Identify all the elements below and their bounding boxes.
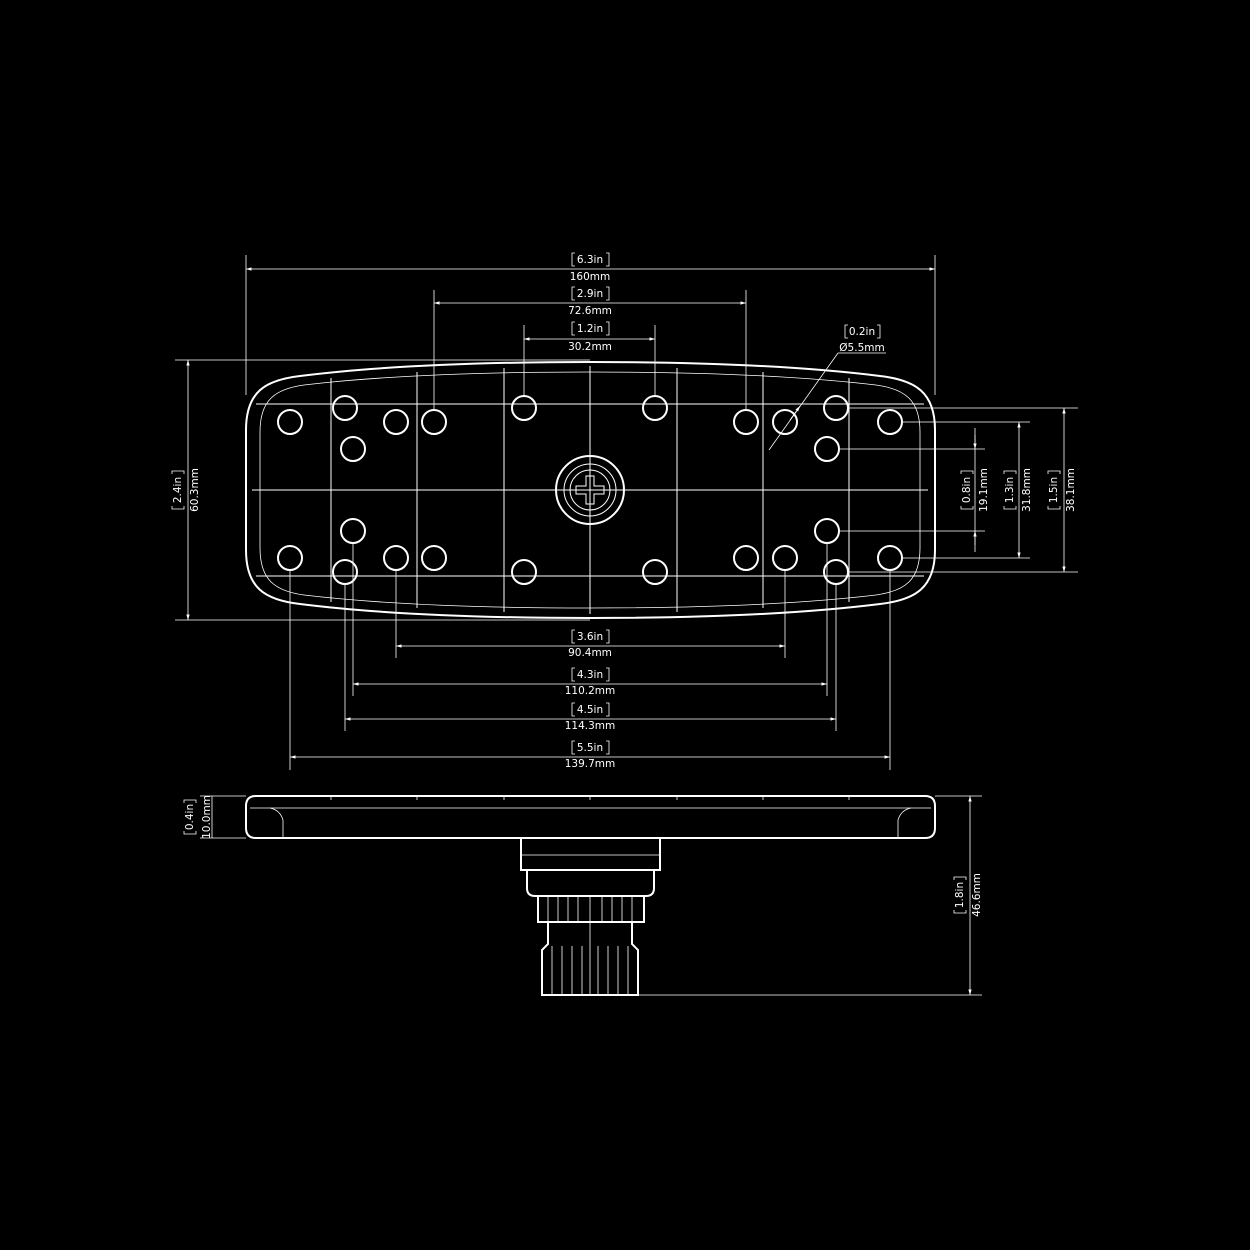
dim-label-in: 4.3in <box>577 669 603 681</box>
dim-label-in: 6.3in <box>577 254 603 266</box>
dim-label-mm: 72.6mm <box>568 305 612 317</box>
dim-label-mm: 90.4mm <box>568 647 612 659</box>
dim-h-spacing-b: 4.3in 110.2mm <box>352 543 828 697</box>
hole-icon <box>772 409 798 435</box>
dim-label-mm: 31.8mm <box>1021 468 1033 512</box>
mounting-holes <box>277 395 903 585</box>
hole-icon <box>642 559 668 585</box>
hole-icon <box>340 436 366 462</box>
dim-label-mm: 114.3mm <box>565 720 616 732</box>
side-view: 0.4in 10.0mm 1.8in 46.6mm <box>183 795 983 996</box>
dim-label-in: 0.8in <box>961 477 973 503</box>
dim-v-spacing-b: 1.3in 31.8mm <box>903 421 1033 559</box>
hole-icon <box>823 395 849 421</box>
dim-center-width: 1.2in 30.2mm <box>523 321 656 396</box>
dim-total-height: 1.8in 46.6mm <box>638 795 983 996</box>
dim-label-mm: 60.3mm <box>189 468 201 512</box>
dim-label-mm: 110.2mm <box>565 685 616 697</box>
hole-icon <box>383 409 409 435</box>
dim-label-in: 0.4in <box>184 804 196 830</box>
hole-icon <box>814 436 840 462</box>
dim-label-in: 1.5in <box>1048 477 1060 503</box>
dim-h-spacing-c: 4.5in 114.3mm <box>344 584 837 732</box>
dim-label-in: 2.9in <box>577 288 603 300</box>
dim-label-in: 4.5in <box>577 704 603 716</box>
dim-plate-thickness: 0.4in 10.0mm <box>183 795 246 839</box>
dim-label-mm: 30.2mm <box>568 341 612 353</box>
dim-overall-height: 2.4in 60.3mm <box>171 359 590 621</box>
hole-icon <box>277 409 303 435</box>
side-plate-outline <box>245 795 936 839</box>
dim-label-in: 1.2in <box>577 323 603 335</box>
hole-icon <box>733 545 759 571</box>
dim-label-mm: 46.6mm <box>971 873 983 917</box>
mount-post <box>520 837 661 996</box>
top-view: 6.3in 160mm 2.9in 72.6mm 1.2in 30.2mm 0.… <box>171 252 1078 770</box>
hole-icon <box>877 409 903 435</box>
dim-label-mm: 10.0mm <box>201 795 213 839</box>
dim-overall-width: 6.3in 160mm <box>245 252 936 395</box>
dim-v-spacing-a: 0.8in 19.1mm <box>840 428 990 552</box>
dim-label-mm: 38.1mm <box>1065 468 1077 512</box>
plate-ribs <box>252 366 928 614</box>
center-screw-icon <box>555 455 625 525</box>
dim-label-mm: Ø5.5mm <box>839 342 884 354</box>
dim-label-in: 1.3in <box>1004 477 1016 503</box>
dim-label-in: 3.6in <box>577 631 603 643</box>
dim-label-in: 2.4in <box>172 477 184 503</box>
dim-label-in: 5.5in <box>577 742 603 754</box>
dim-label-mm: 139.7mm <box>565 758 616 770</box>
dim-inner-width: 2.9in 72.6mm <box>433 286 747 410</box>
dim-label-mm: 160mm <box>570 271 611 283</box>
dim-label-mm: 19.1mm <box>978 468 990 512</box>
dim-hole-diameter: 0.2in Ø5.5mm <box>768 324 886 451</box>
dim-label-in: 0.2in <box>849 326 875 338</box>
dim-h-spacing-a: 3.6in 90.4mm <box>395 570 786 659</box>
dim-h-spacing-d: 5.5in 139.7mm <box>289 570 891 770</box>
hole-icon <box>332 395 358 421</box>
hole-icon <box>421 545 447 571</box>
hole-icon <box>511 559 537 585</box>
dim-label-in: 1.8in <box>954 882 966 908</box>
plate-outline <box>245 360 936 620</box>
dim-v-spacing-c: 1.5in 38.1mm <box>849 407 1078 573</box>
